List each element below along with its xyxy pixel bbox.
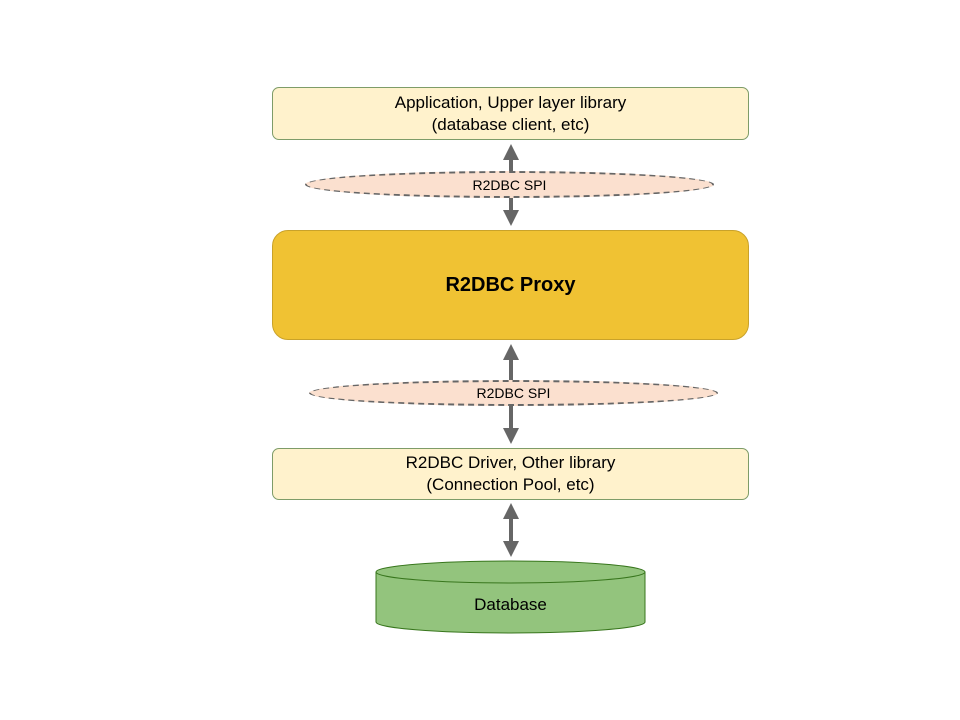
spi-top-label: R2DBC SPI bbox=[472, 176, 547, 193]
spi-bottom-ellipse: R2DBC SPI bbox=[309, 380, 718, 406]
proxy-label: R2DBC Proxy bbox=[445, 273, 576, 296]
application-layer-line2: (database client, etc) bbox=[431, 114, 590, 134]
driver-layer-line2: (Connection Pool, etc) bbox=[426, 475, 595, 494]
database-label: Database bbox=[474, 595, 547, 614]
driver-layer-box: R2DBC Driver, Other library (Connection … bbox=[272, 448, 749, 500]
proxy-box: R2DBC Proxy bbox=[272, 230, 749, 340]
spi-top-ellipse: R2DBC SPI bbox=[305, 171, 714, 198]
database-cylinder bbox=[375, 560, 646, 634]
application-layer-line1: Application, Upper layer library bbox=[394, 92, 627, 112]
spi-bottom-label: R2DBC SPI bbox=[476, 385, 551, 401]
driver-layer-line1: R2DBC Driver, Other library bbox=[405, 453, 616, 472]
application-layer-box: Application, Upper layer library (databa… bbox=[272, 87, 749, 140]
